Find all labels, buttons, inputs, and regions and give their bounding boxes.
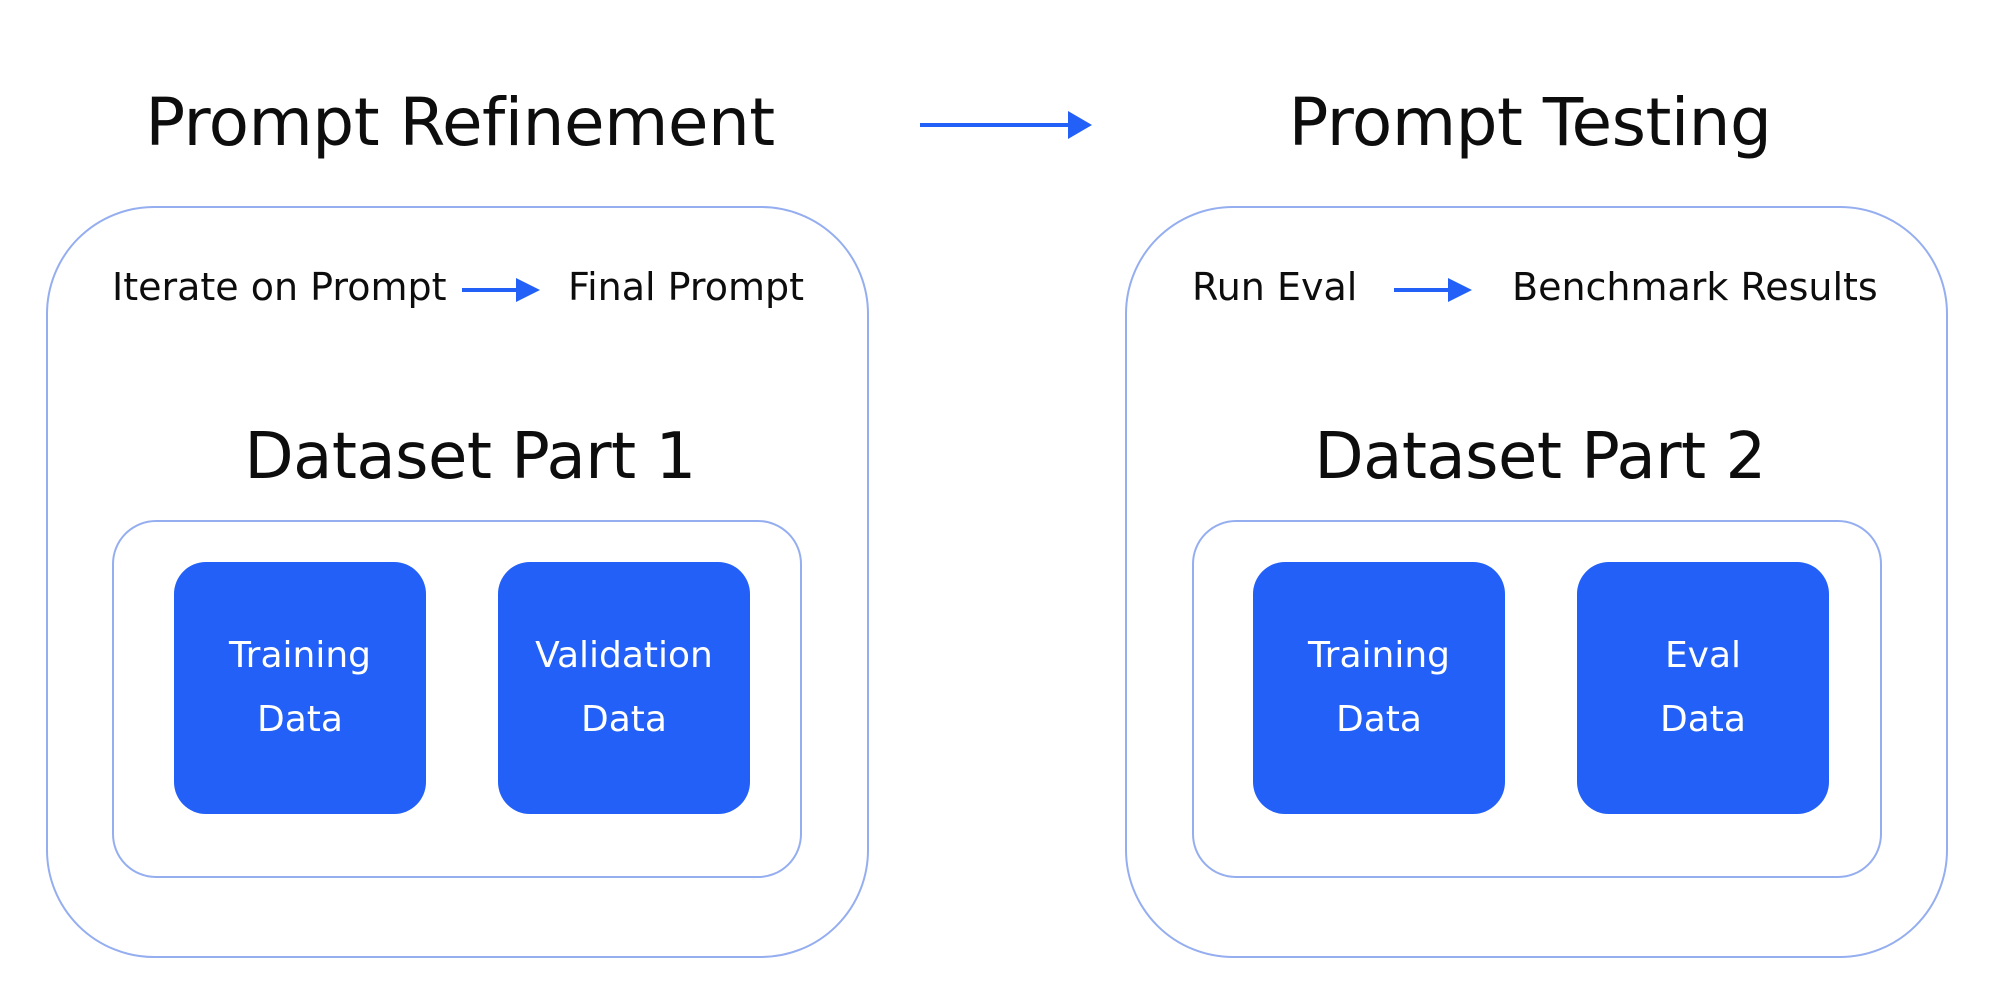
dataset-part-1-title: Dataset Part 1 [244,420,696,494]
dataset-part-2-panel [1192,520,1882,878]
step-arrow-right-icon [460,275,542,305]
validation-data-box: Validation Data [498,562,750,814]
box-line: Data [1336,699,1422,740]
step-arrow-right-icon [1392,275,1474,305]
box-line: Data [1660,699,1746,740]
stage-title-prompt-testing: Prompt Testing [1288,84,1772,161]
step-run-eval: Run Eval [1192,265,1358,309]
step-iterate-on-prompt: Iterate on Prompt [112,265,447,309]
box-line: Eval [1664,635,1742,676]
stage-arrow-right-icon [918,108,1094,142]
box-line: Data [581,699,667,740]
box-line: Training [1307,635,1451,676]
stage-title-prompt-refinement: Prompt Refinement [145,84,775,161]
eval-data-box: Eval Data [1577,562,1829,814]
box-line: Validation [535,635,713,676]
dataset-part-1-panel [112,520,802,878]
training-data-box: Training Data [174,562,426,814]
step-benchmark-results: Benchmark Results [1512,265,1878,309]
prompt-testing-panel [1125,206,1948,958]
prompt-refinement-panel [46,206,869,958]
training-data-box: Training Data [1253,562,1505,814]
box-line: Training [228,635,372,676]
dataset-part-2-title: Dataset Part 2 [1314,420,1766,494]
step-final-prompt: Final Prompt [568,265,804,309]
box-line: Data [257,699,343,740]
